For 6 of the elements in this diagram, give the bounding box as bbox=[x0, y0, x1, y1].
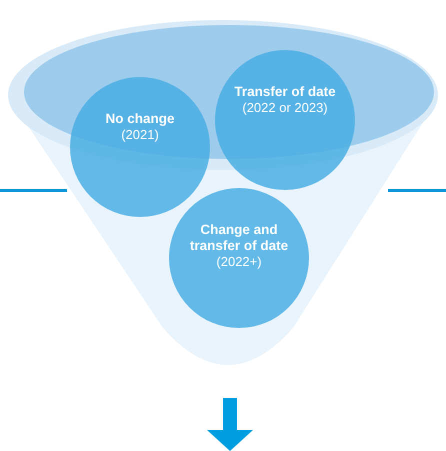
circle-heading: Transfer of date bbox=[234, 84, 336, 100]
circle-year: (2021) bbox=[121, 127, 159, 143]
circle-year: (2022 or 2023) bbox=[242, 100, 328, 116]
circle-heading: No change bbox=[105, 111, 174, 127]
circle-year: (2022+) bbox=[216, 254, 262, 270]
circle-heading: Change and transfer of date bbox=[188, 222, 290, 254]
